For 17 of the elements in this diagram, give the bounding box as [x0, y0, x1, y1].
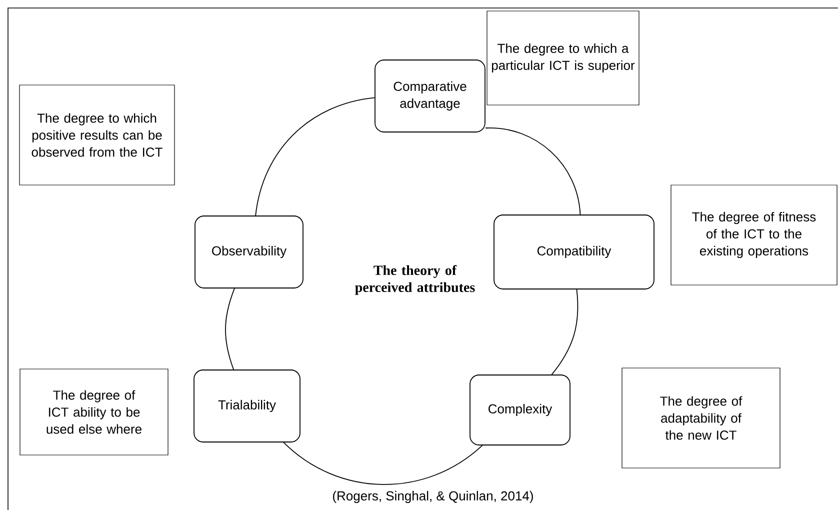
- circle-arc: [255, 97, 375, 216]
- circle-arc: [283, 442, 483, 485]
- description-box: The degree of fitness of the ICT to the existing operations: [670, 184, 838, 286]
- attribute-box: Trialability: [194, 370, 300, 442]
- circle-arc: [225, 288, 235, 370]
- attribute-box: Comparative advantage: [374, 60, 486, 132]
- center-title: The theory of perceived attributes: [355, 265, 475, 295]
- circle-arc: [485, 128, 581, 215]
- circle-arc: [551, 289, 578, 375]
- attribute-box: Observability: [194, 216, 304, 288]
- description-box: The degree to which positive results can be observed from the ICT: [19, 84, 175, 186]
- description-box: The degree of adaptability of the new ICT: [622, 368, 780, 468]
- caption: (Rogers, Singhal, & Quinlan, 2014): [333, 490, 533, 504]
- description-box: The degree of ICT ability to be used else where: [20, 368, 168, 456]
- description-box: The degree to which a particular ICT is superior: [486, 10, 640, 106]
- attribute-box: Complexity: [470, 374, 570, 446]
- attribute-box: Compatibility: [494, 214, 654, 290]
